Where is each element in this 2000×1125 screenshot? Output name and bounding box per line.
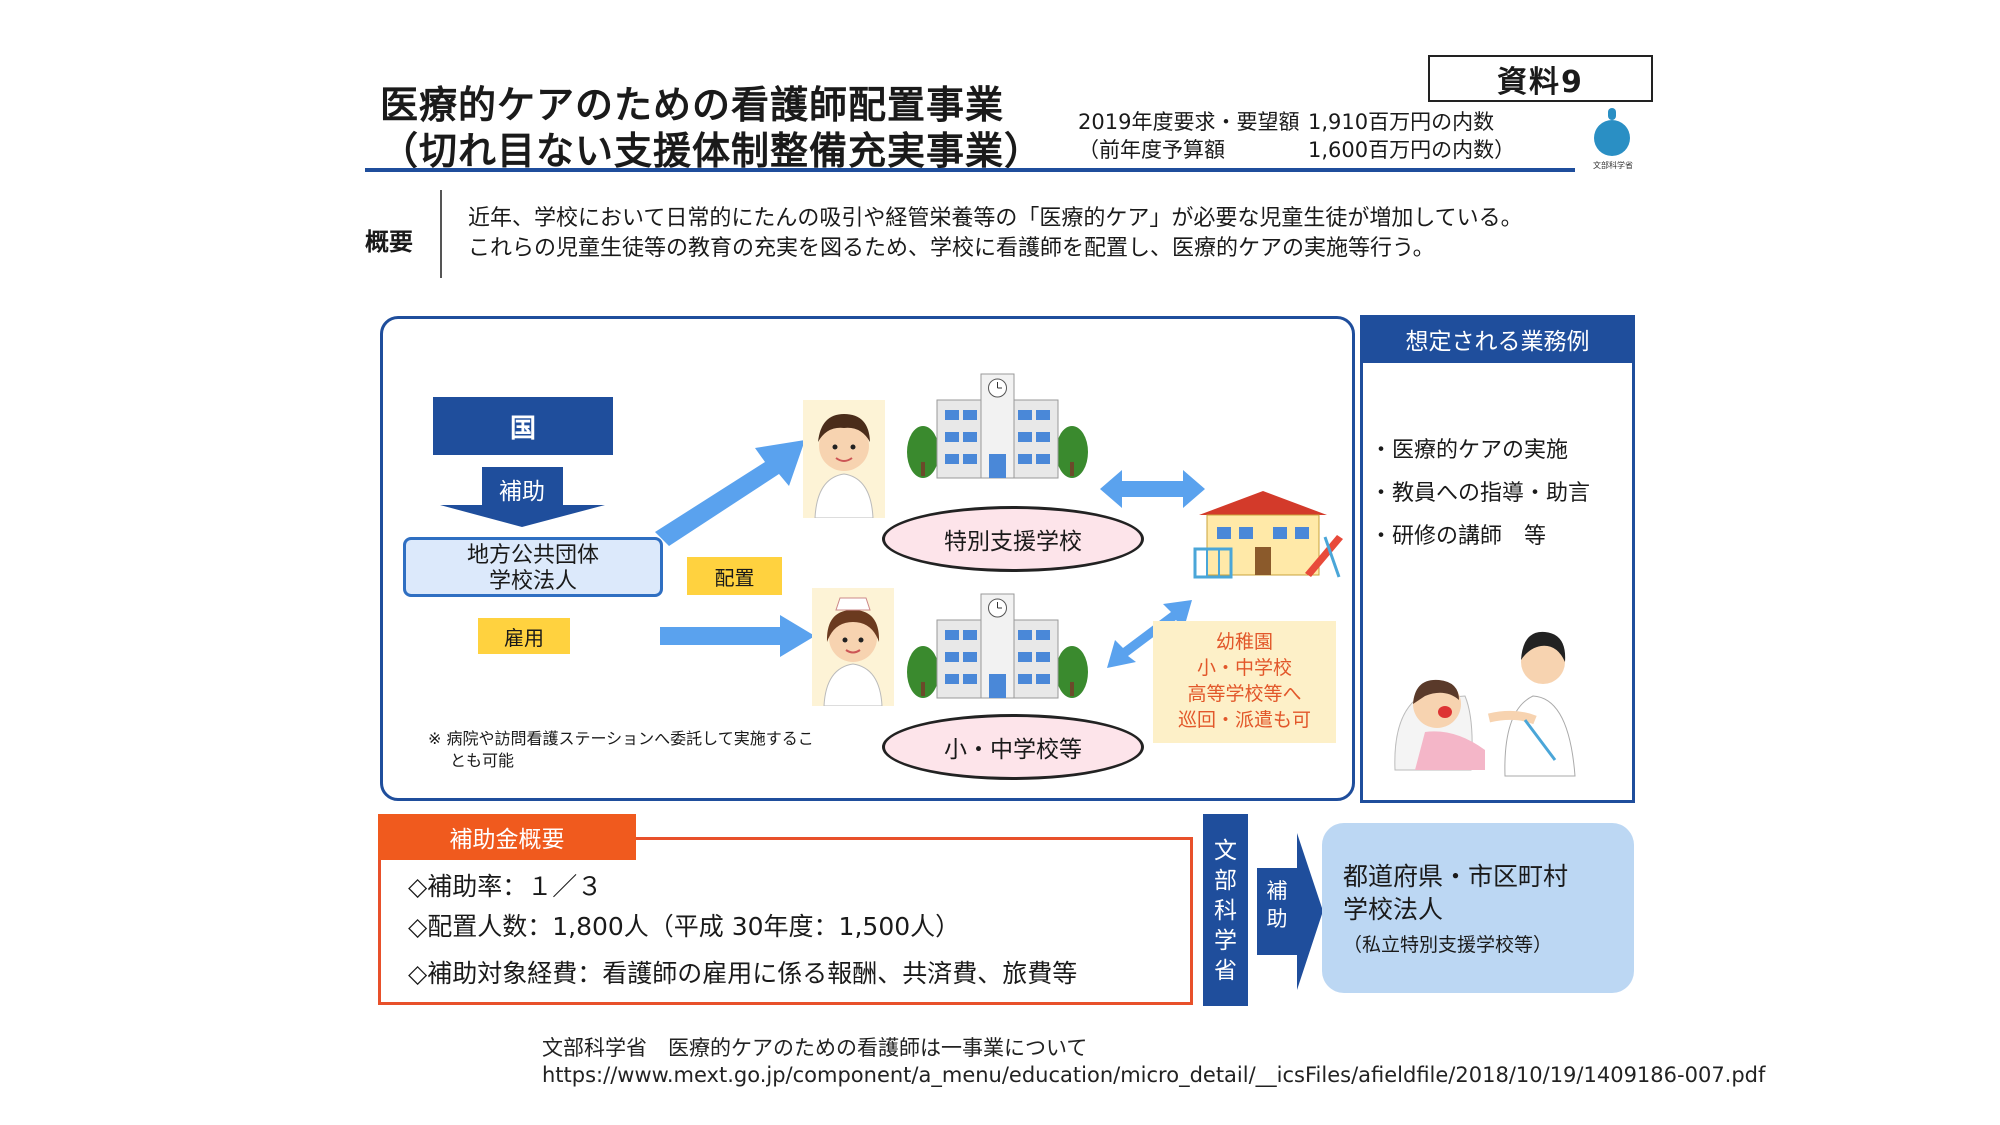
- local-government-box: 地方公共団体 学校法人: [403, 537, 663, 597]
- kinder-line-1: 幼稚園: [1215, 631, 1273, 653]
- staffing-count-line: ◇配置人数：1,800人（平成 30年度：1,500人）: [408, 912, 961, 941]
- diagram-frame: [380, 316, 1355, 801]
- school-link-arrow-upper-icon: [1100, 470, 1205, 508]
- overview-line-1: 近年、学校において日常的にたんの吸引や経管栄養等の「医療的ケア」が必要な児童生徒…: [468, 206, 1523, 231]
- kindergarten-dispatch-note: 幼稚園 小・中学校 高等学校等へ 巡回・派遣も可: [1153, 621, 1336, 743]
- kinder-line-4: 巡回・派遣も可: [1177, 709, 1311, 731]
- recipient-line-2: 学校法人: [1343, 895, 1444, 924]
- recipient-names: 都道府県・市区町村 学校法人: [1343, 860, 1568, 926]
- duty-item: ・医療的ケアの実施: [1370, 438, 1569, 463]
- overview-text: 近年、学校において日常的にたんの吸引や経管栄養等の「医療的ケア」が必要な児童生徒…: [468, 204, 1523, 264]
- placement-arrow-lower-icon: [660, 615, 815, 657]
- subsidy-down-arrow-icon: [440, 467, 605, 527]
- subsidy-summary-box: [378, 837, 1193, 1005]
- note-line-1: ※ 病院や訪問看護ステーションへ委託して実施するこ: [428, 729, 814, 748]
- subsidy-right-arrow-icon: [1257, 833, 1323, 990]
- special-support-school-oval: 特別支援学校: [882, 506, 1144, 572]
- expected-duties-title: 想定される業務例: [1360, 315, 1635, 363]
- female-nurse-icon: [812, 588, 894, 706]
- budget-info: 2019年度要求・要望額 1,910百万円の内数 （前年度予算額 1,600百万…: [1078, 108, 1515, 164]
- overview-line-2: これらの児童生徒等の教育の充実を図るため、学校に看護師を配置し、医療的ケアの実施…: [468, 236, 1435, 261]
- local-government-line-1: 地方公共団体: [466, 543, 599, 568]
- recipient-note: （私立特別支援学校等）: [1343, 934, 1553, 956]
- kinder-line-3: 高等学校等へ: [1187, 683, 1302, 705]
- budget-previous-label: （前年度予算額: [1078, 138, 1225, 162]
- budget-request-value: 1,910百万円の内数: [1308, 110, 1495, 134]
- placement-arrow-upper-icon: [655, 440, 805, 546]
- title-line-1: 医療的ケアのための看護師配置事業: [380, 83, 1005, 127]
- overview-label: 概要: [365, 228, 413, 256]
- national-government-box: 国: [433, 397, 613, 455]
- title-underline: [365, 168, 1575, 172]
- employment-tag: 雇用: [478, 618, 570, 654]
- subsidy-arrow-label: 補助: [499, 479, 545, 505]
- male-nurse-icon: [803, 400, 885, 518]
- source-url[interactable]: https://www.mext.go.jp/component/a_menu/…: [542, 1063, 1766, 1087]
- overview-divider: [440, 190, 442, 278]
- recipient-box: [1322, 823, 1634, 993]
- local-government-line-2: 学校法人: [488, 569, 577, 594]
- school-building-icon: [907, 373, 1088, 479]
- recipient-line-1: 都道府県・市区町村: [1343, 862, 1569, 891]
- mext-logo-icon: 文部科学省: [1590, 108, 1636, 178]
- note-line-2: とも可能: [450, 751, 515, 770]
- nurse-caring-child-icon: [1394, 631, 1576, 777]
- school-link-arrow-lower-icon: [1107, 600, 1192, 668]
- school-building-2-icon: [907, 593, 1088, 699]
- placement-tag: 配置: [687, 557, 782, 595]
- kindergarten-building-icon: [1193, 491, 1343, 579]
- eligible-expenses-line: ◇補助対象経費：看護師の雇用に係る報酬、共済費、旅費等: [408, 959, 1078, 988]
- mext-label: 文部科学省: [1214, 838, 1237, 984]
- budget-previous-value: 1,600百万円の内数）: [1308, 138, 1516, 162]
- page-title: 医療的ケアのための看護師配置事業 （切れ目ない支援体制整備充実事業）: [380, 82, 1043, 174]
- duty-item: ・教員への指導・助言: [1370, 481, 1591, 506]
- budget-request-label: 2019年度要求・要望額: [1078, 110, 1300, 134]
- logo-text: 文部科学省: [1593, 161, 1633, 170]
- title-line-2: （切れ目ない支援体制整備充実事業）: [380, 129, 1044, 173]
- mext-label-bar: 文部科学省: [1203, 814, 1248, 1006]
- subsidy-rate-line: ◇補助率：１／３: [408, 872, 603, 901]
- elementary-junior-school-oval: 小・中学校等: [882, 714, 1144, 780]
- subsidy-summary-title: 補助金概要: [378, 814, 636, 860]
- duty-item: ・研修の講師 等: [1370, 524, 1547, 549]
- subsidy-flow-label: 補助: [1266, 879, 1288, 931]
- outsourcing-note: ※ 病院や訪問看護ステーションへ委託して実施するこ とも可能: [428, 728, 814, 772]
- kinder-line-2: 小・中学校: [1196, 657, 1292, 679]
- source-title: 文部科学省 医療的ケアのための看護師は一事業について: [542, 1036, 1088, 1060]
- document-number-box: 資料9: [1428, 55, 1653, 102]
